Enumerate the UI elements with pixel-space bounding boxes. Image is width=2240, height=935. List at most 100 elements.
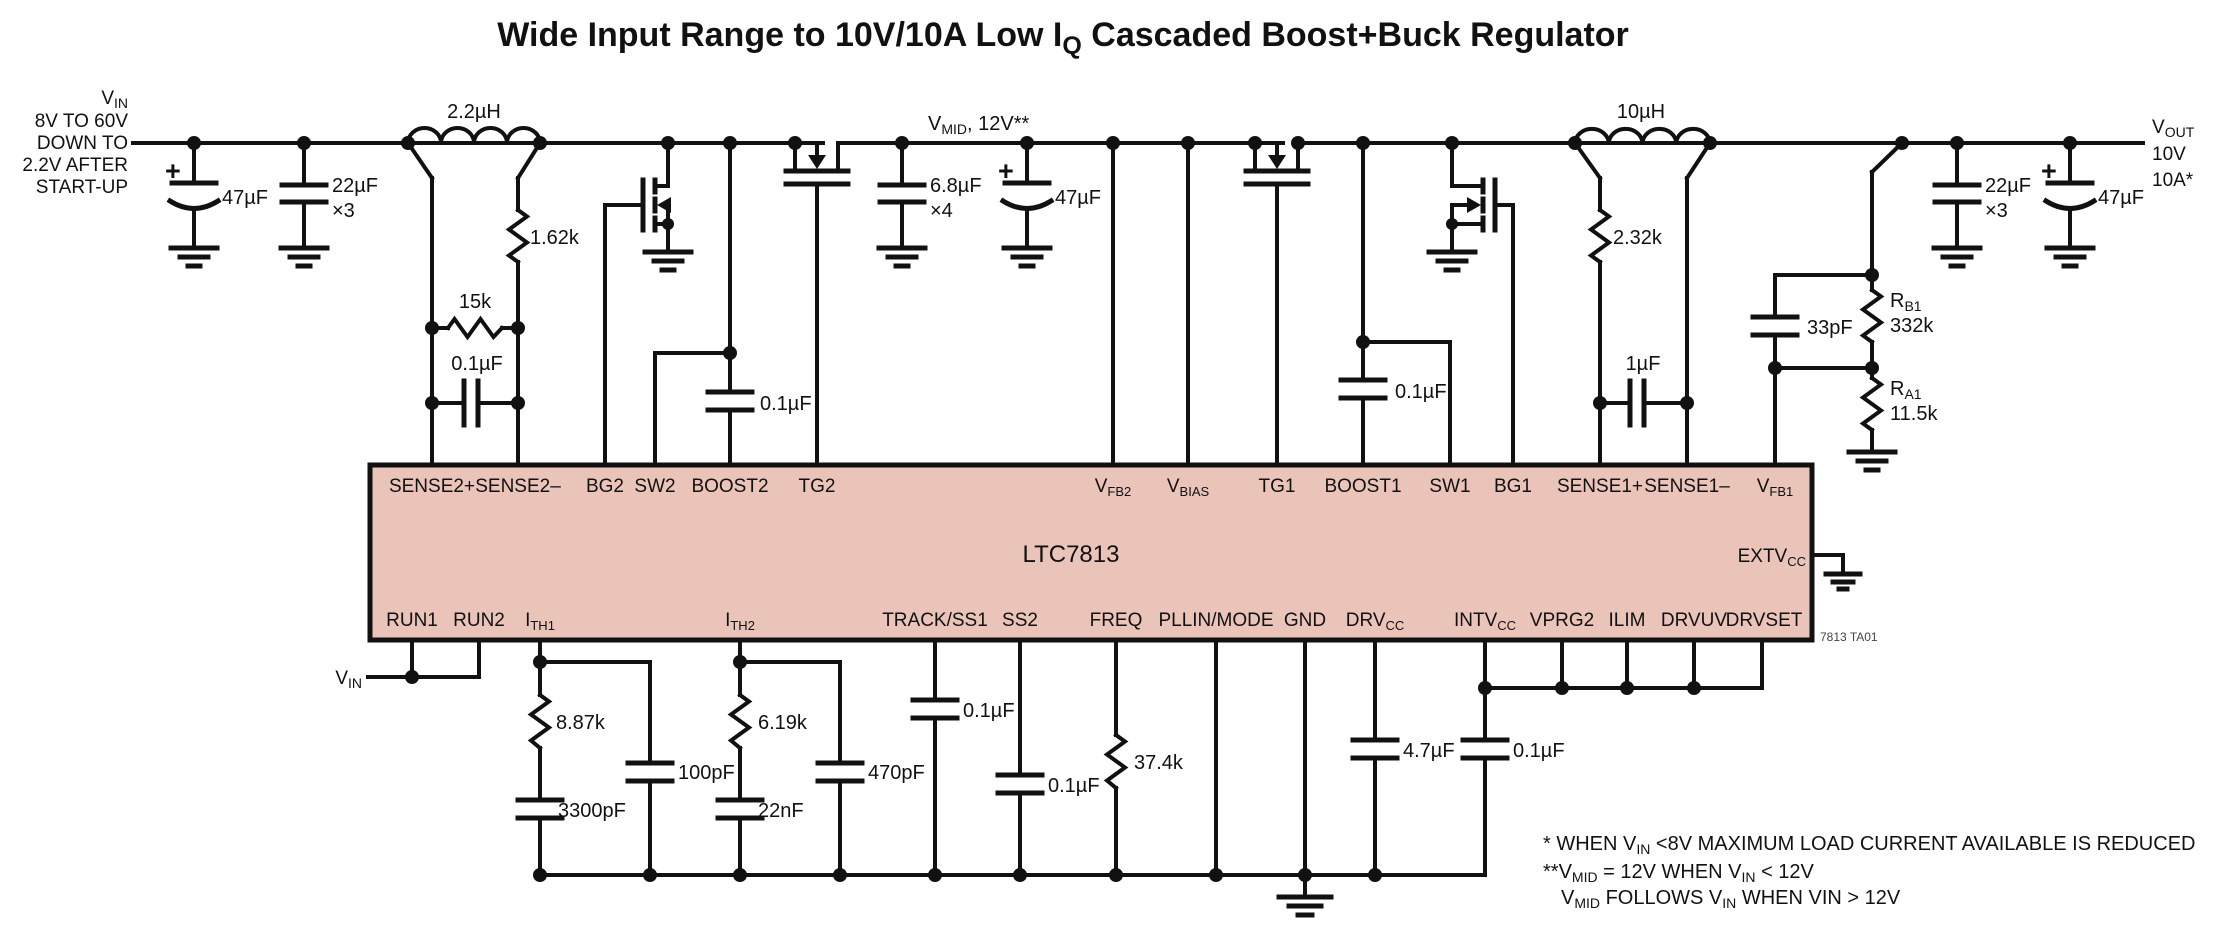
pin-run2: RUN2 [453,610,505,631]
plus-mark: + [165,156,181,186]
pin-bg1: BG1 [1494,476,1532,497]
cap-output-bulk-47uf: + 47µF [2041,141,2144,269]
pin-sense1-minus: SENSE1– [1644,476,1730,497]
vin-downto-label: DOWN TO [37,133,128,154]
gnd-net [1276,638,1334,918]
run-net: VIN [335,638,481,691]
extvcc-net: EXTVCC [1738,546,1863,592]
label-r-freq: 37.4k [1134,752,1184,774]
label-rb1-name: RB1 [1890,290,1922,314]
sw2-boost2-net: 0.1µF [653,141,812,467]
pin-run1: RUN1 [386,610,438,631]
vin-range-label: 8V TO 60V [35,111,129,132]
drvcc-cap: 4.7µF [1350,638,1455,877]
label-r-ith1: 8.87k [556,712,606,734]
label-c-drvcc: 4.7µF [1403,740,1455,762]
pin-ilim: ILIM [1609,610,1646,631]
label-cap-mid-bulk: 47µF [1055,187,1101,209]
ss-caps: 0.1µF 0.1µF [910,638,1100,877]
pin-drvuv: DRVUV [1661,610,1727,631]
label-resistor-15k: 15k [459,291,492,313]
pin-tg2: TG2 [799,476,836,497]
pin-sw1: SW1 [1429,476,1470,497]
pin-sense2-plus: SENSE2+ [389,476,475,497]
label-c-ss2: 0.1µF [1048,775,1100,797]
pin-bg2: BG2 [586,476,624,497]
vin-input-label: VIN 8V TO 60V DOWN TO 2.2V AFTER START-U… [22,88,128,198]
label-rb1-value: 332k [1890,315,1934,337]
ic-pin-labels-top: SENSE2+ SENSE2– BG2 SW2 BOOST2 TG2 VFB2 … [389,476,1793,499]
ic-ltc7813: LTC7813 [367,462,1815,643]
label-cap-input-bulk: 47µF [222,187,268,209]
cap-output-ceramic-22uf: 22µF ×3 [1931,141,2031,269]
pin-ith1: ITH1 [525,610,555,633]
plus-mark: + [998,156,1014,186]
pin-sense2-minus: SENSE2– [475,476,561,497]
sense2-network: 1.62k 15k 0.1µF [405,140,580,467]
page-title: Wide Input Range to 10V/10A Low IQ Casca… [497,16,1629,60]
label-c-ith1: 3300pF [558,800,626,822]
pin-track-ss1: TRACK/SS1 [882,610,988,631]
label-c-ith2b: 470pF [868,762,925,784]
label-cap-filt2: 0.1µF [451,353,503,375]
notes: * WHEN VIN <8V MAXIMUM LOAD CURRENT AVAI… [1543,833,2195,911]
feedback-divider: 33pF RB1 332k RA1 11.5k [1750,140,1938,473]
label-cap-sense1: 1µF [1626,353,1661,375]
pin-ith2: ITH2 [725,610,755,633]
pin-pllin-mode: PLLIN/MODE [1158,610,1273,631]
boost1-sw1-net: 0.1µF [1338,141,1452,467]
pin-freq: FREQ [1090,610,1143,631]
pin-boost2: BOOST2 [691,476,768,497]
ith2-net: 6.19k 22nF 470pF [715,638,925,877]
inductor-10uh: 10µH [1572,101,1713,146]
vmid-label: VMID, 12V** [928,113,1029,137]
note-line-3: VMID FOLLOWS VIN WHEN VIN > 12V [1561,887,1901,911]
label-vmid: VMID, 12V** [928,113,1029,137]
pin-drvcc: DRVCC [1346,610,1405,633]
cap-input-bulk-47uf: + 47µF [165,141,268,269]
pin-vfb1: VFB1 [1757,476,1794,499]
pin-boost1: BOOST1 [1324,476,1401,497]
ic-body [367,462,1815,643]
cap-mid-ceramic-6p8uf: 6.8µF ×4 [876,141,982,269]
label-c-intvcc: 0.1µF [1513,740,1565,762]
mosfet-tg2 [783,141,851,467]
label-c-ith2: 22nF [758,800,804,822]
note-line-2: **VMID = 12V WHEN VIN < 12V [1543,861,1815,885]
pin-intvcc: INTVCC [1454,610,1516,633]
figure-reference: 7813 TA01 [1820,630,1878,644]
pin-vbias: VBIAS [1167,476,1210,499]
plus-mark: + [2041,156,2057,186]
mosfet-tg1 [1243,141,1311,467]
label-c-ss1: 0.1µF [963,700,1015,722]
freq-resistor: 37.4k [1103,638,1184,877]
vout-name: VOUT [2152,117,2195,140]
cap-input-ceramic-22uf: 22µF ×3 [278,141,378,269]
pin-sense1-plus: SENSE1+ [1557,476,1643,497]
pin-tg1: TG1 [1259,476,1296,497]
pin-drvset: DRVSET [1726,610,1803,631]
mosfet-bg2 [603,141,694,467]
ic-part-number: LTC7813 [1023,541,1120,568]
vout-label: VOUT 10V 10A* [2152,117,2195,191]
label-cap-out-cer-mult: ×3 [1985,200,2008,222]
vout-voltage: 10V [2152,144,2186,165]
pin-sw2: SW2 [634,476,675,497]
label-resistor-2p32k: 2.32k [1613,227,1663,249]
label-inductor-10uh: 10µH [1617,101,1665,123]
bottom-bus [533,868,1487,882]
vin-startup-label: START-UP [36,177,128,198]
pin-gnd: GND [1284,610,1326,631]
note-line-1: * WHEN VIN <8V MAXIMUM LOAD CURRENT AVAI… [1543,833,2195,857]
vin-label: VIN [101,88,128,111]
label-cap-out-cer: 22µF [1985,175,2031,197]
label-cap-mid-cer: 6.8µF [930,175,982,197]
label-cap-mid-cer-mult: ×4 [930,200,953,222]
cap-mid-bulk-47uf: + 47µF [998,141,1101,269]
label-cap-input-cer: 22µF [332,175,378,197]
pin-vprg2: VPRG2 [1530,610,1594,631]
pin-vfb2: VFB2 [1095,476,1132,499]
label-ra1-value: 11.5k [1890,403,1938,425]
pin-extvcc: EXTVCC [1738,546,1806,569]
